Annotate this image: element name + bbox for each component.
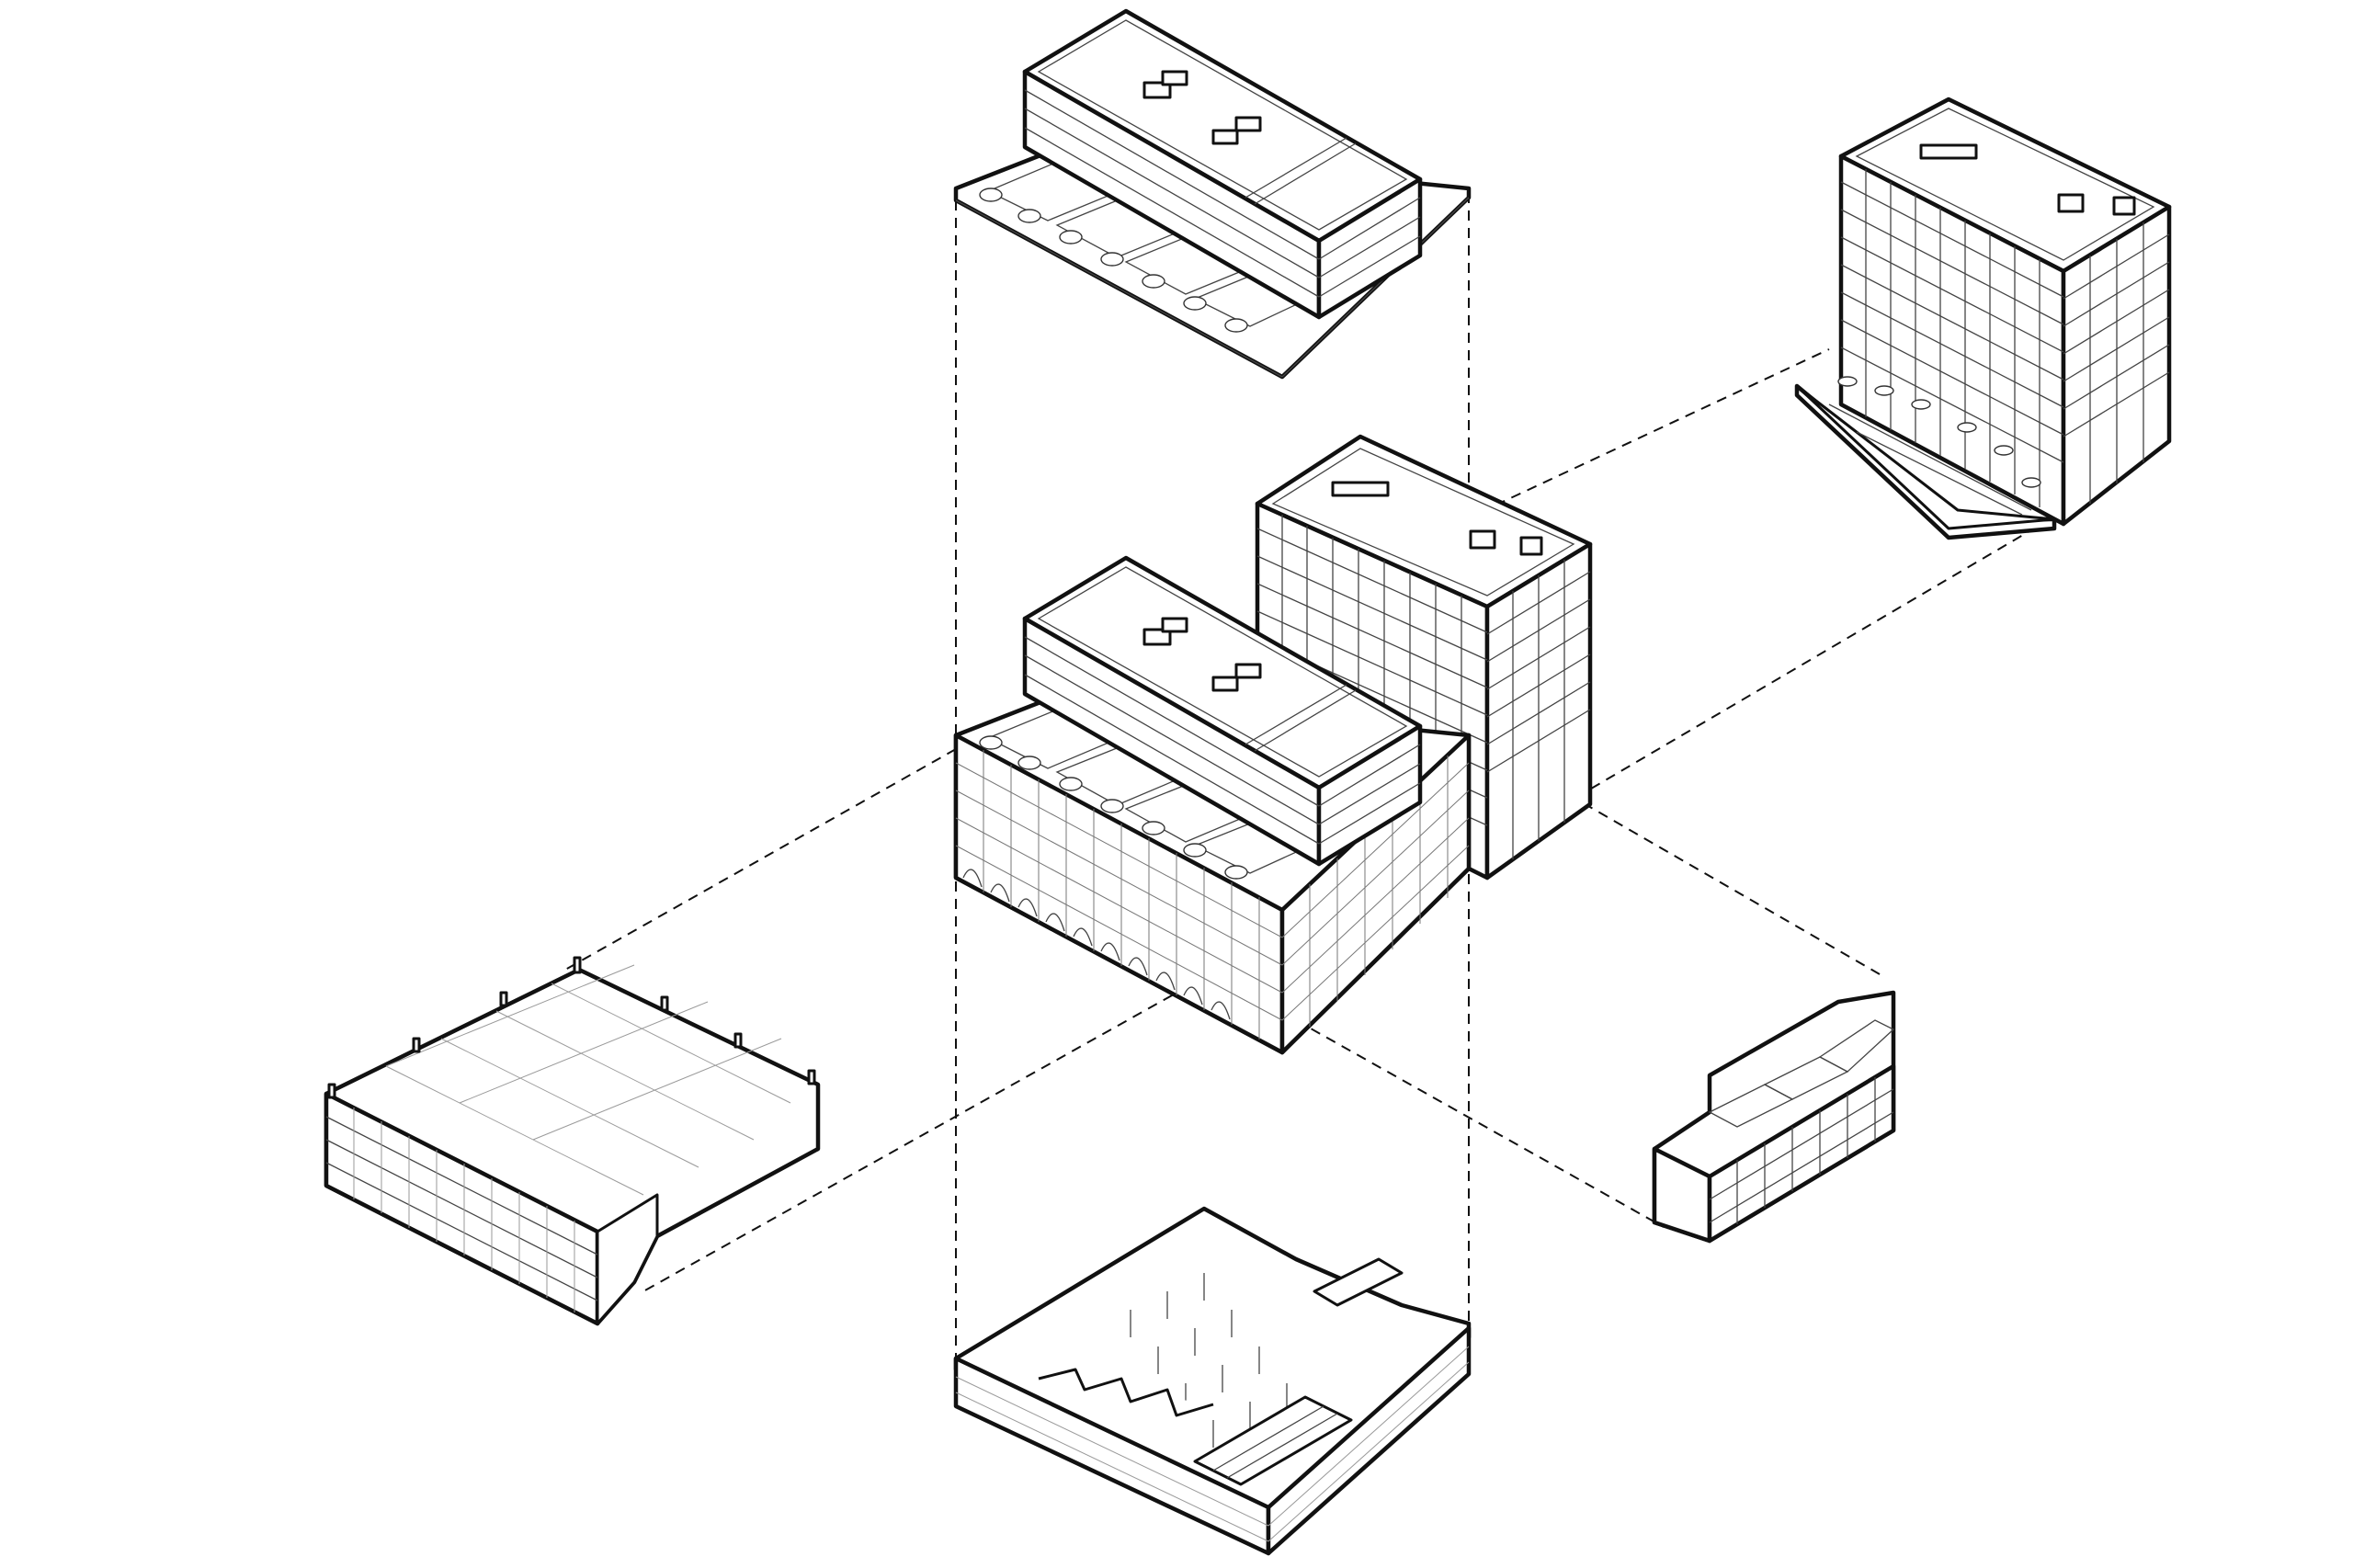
podium-facade xyxy=(955,750,1470,1040)
podium-arcade xyxy=(962,869,1231,1020)
residential-wing xyxy=(1652,990,1896,1244)
rooftop-terrace-level xyxy=(953,8,1472,380)
ground-floor-plan xyxy=(953,1206,1472,1556)
podium-roof-trees xyxy=(979,735,1248,880)
parking-parapet xyxy=(327,956,816,1099)
terrace-trees xyxy=(979,187,1248,333)
assembled-building-complex xyxy=(953,434,1593,1055)
plaza-umbrellas xyxy=(1837,376,2041,488)
parking-structure xyxy=(324,956,821,1326)
office-tower xyxy=(1794,97,2172,540)
